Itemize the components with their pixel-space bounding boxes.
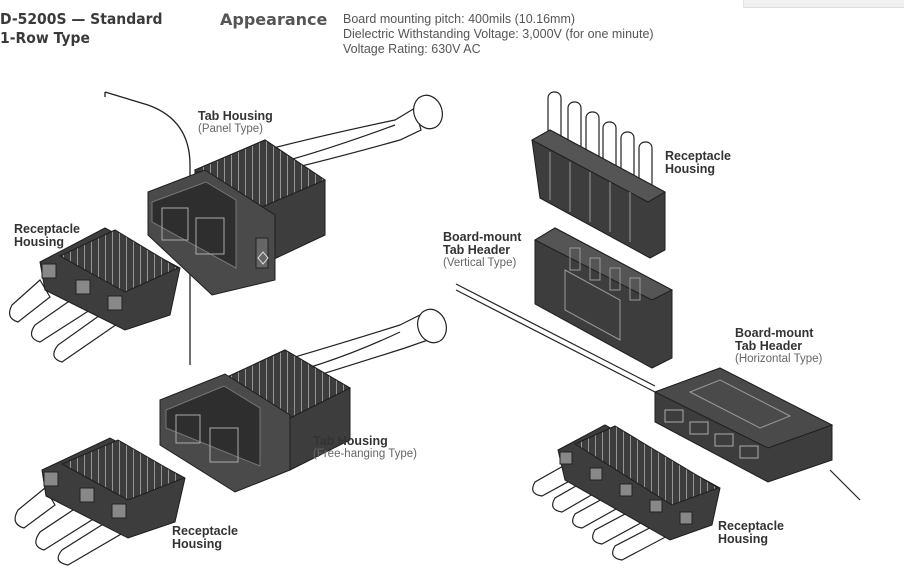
spec-pitch: Board mounting pitch: 400mils (10.16mm)	[343, 12, 576, 26]
mounting-panel	[104, 91, 191, 365]
tab-housing-panel-type	[147, 94, 443, 296]
receptacle-housing-left-top	[8, 227, 181, 363]
title-line-1: D-5200S — Standard	[0, 10, 163, 28]
page-corner-tab	[743, 0, 904, 8]
tab-header-vertical	[533, 227, 674, 369]
label-tab-housing-free: Tab Housing (Free-hanging Type)	[313, 434, 417, 461]
label-receptacle-right-top: Receptacle Housing	[665, 149, 732, 176]
section-heading: Appearance	[220, 10, 328, 29]
circuit-board	[455, 283, 861, 501]
page-title: D-5200S — Standard 1-Row Type	[0, 10, 162, 48]
spec-voltage: Voltage Rating: 630V AC	[343, 42, 481, 56]
receptacle-housing-right-bottom	[532, 424, 721, 561]
label-receptacle-right-bottom: Receptacle Housing	[718, 519, 785, 546]
label-tab-header-vertical: Board-mount Tab Header (Vertical Type)	[443, 230, 522, 270]
spec-dielectric: Dielectric Withstanding Voltage: 3,000V …	[343, 27, 654, 41]
tab-header-horizontal	[653, 367, 834, 483]
spec-list: Board mounting pitch: 400mils (10.16mm) …	[343, 12, 654, 57]
title-line-2: 1-Row Type	[0, 29, 90, 47]
label-tab-header-horizontal: Board-mount Tab Header (Horizontal Type)	[735, 326, 823, 366]
tab-housing-free-hanging	[159, 308, 447, 493]
label-receptacle-left-top: Receptacle Housing	[14, 222, 81, 249]
receptacle-housing-right-top	[530, 91, 667, 259]
label-receptacle-left-bottom: Receptacle Housing	[172, 524, 239, 551]
receptacle-housing-left-bottom	[14, 437, 186, 566]
label-tab-housing-panel: Tab Housing (Panel Type)	[198, 109, 273, 136]
